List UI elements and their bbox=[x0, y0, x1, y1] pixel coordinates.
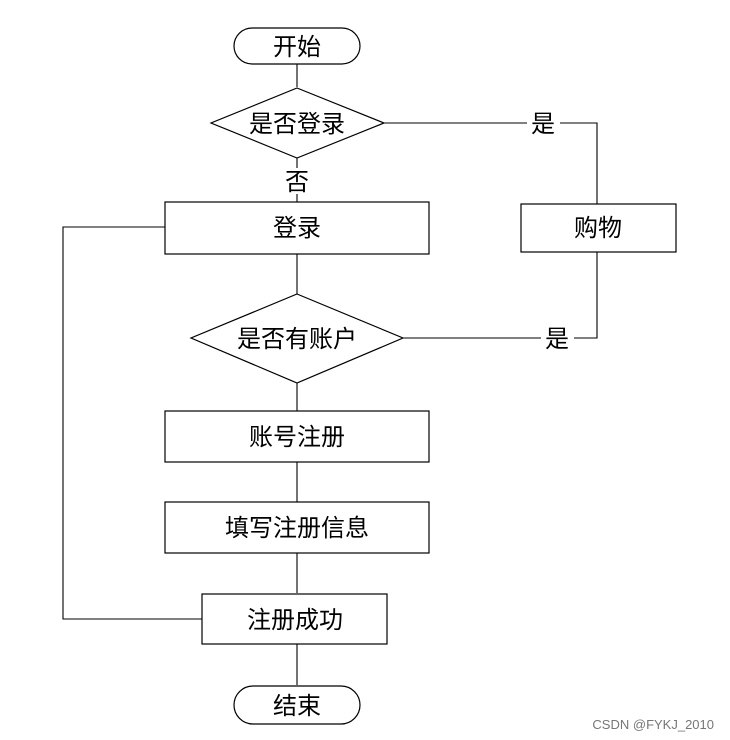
logged-in-yes-label: 是 bbox=[531, 110, 555, 138]
watermark: CSDN @FYKJ_2010 bbox=[592, 717, 714, 732]
is-logged-in-label: 是否登录 bbox=[249, 110, 345, 138]
is-logged-in-decision bbox=[209, 87, 386, 159]
end-terminal bbox=[233, 685, 361, 725]
has-account-label: 是否有账户 bbox=[237, 325, 357, 353]
has-account-decision bbox=[189, 293, 405, 384]
edge-yes-label-to-shopping bbox=[560, 122, 598, 204]
register-account-box bbox=[164, 410, 430, 463]
end-label: 结束 bbox=[273, 692, 321, 720]
edge-success-to-login bbox=[62, 226, 202, 620]
fill-info-box bbox=[164, 501, 430, 554]
edge-yes-label-to-shopping-2 bbox=[574, 252, 598, 339]
register-account-label: 账号注册 bbox=[249, 423, 345, 451]
register-success-box bbox=[201, 593, 388, 645]
logged-in-no-label: 否 bbox=[285, 168, 309, 196]
login-label: 登录 bbox=[273, 214, 321, 242]
fill-info-label: 填写注册信息 bbox=[225, 514, 369, 542]
login-box bbox=[164, 201, 430, 255]
connectors bbox=[62, 64, 598, 685]
register-success-label: 注册成功 bbox=[247, 606, 343, 634]
start-label: 开始 bbox=[273, 33, 321, 61]
start-terminal bbox=[233, 27, 361, 65]
shopping-box bbox=[520, 203, 677, 253]
has-account-yes-label: 是 bbox=[545, 325, 569, 353]
shopping-label: 购物 bbox=[574, 214, 622, 242]
